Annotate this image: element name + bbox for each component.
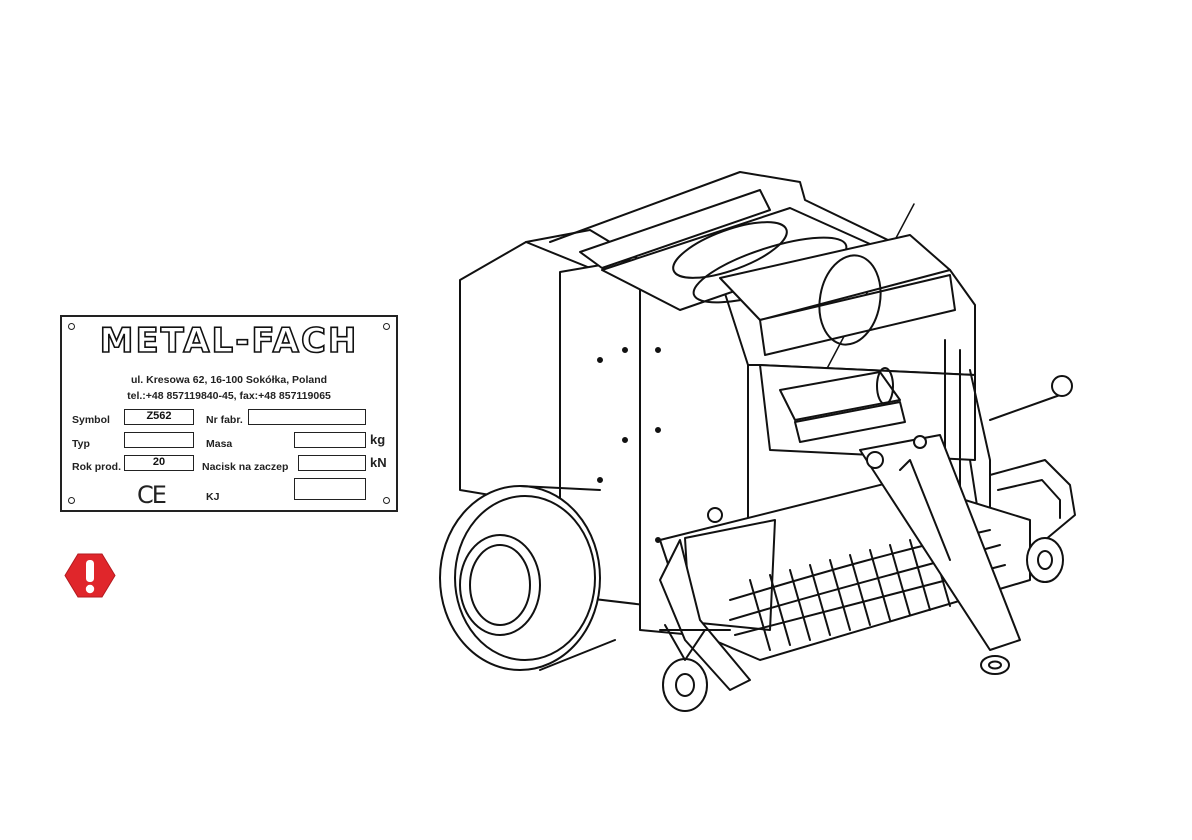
type-label: Typ	[72, 438, 90, 450]
hitch-load-value	[298, 455, 366, 471]
year-label: Rok prod.	[72, 461, 121, 473]
baler-illustration	[430, 160, 1090, 740]
mass-value	[294, 432, 366, 448]
kj-value	[294, 478, 366, 500]
serial-label: Nr fabr.	[206, 414, 243, 426]
brand-logo: METAL-FACH	[62, 321, 396, 361]
symbol-value: Z562	[124, 409, 194, 425]
mass-unit: kg	[370, 432, 385, 447]
serial-value	[248, 409, 366, 425]
symbol-label: Symbol	[72, 414, 110, 426]
type-value	[124, 432, 194, 448]
mass-label: Masa	[206, 438, 232, 450]
exclamation-icon	[64, 553, 116, 598]
year-value: 20	[124, 455, 194, 471]
hitch-load-label: Nacisk na zaczep	[202, 461, 288, 473]
ce-mark: CE	[137, 481, 165, 509]
kj-label: KJ	[206, 491, 219, 503]
address-line: ul. Kresowa 62, 16-100 Sokółka, Poland	[62, 374, 396, 386]
mounting-hole	[68, 497, 75, 504]
contact-line: tel.:+48 857119840-45, fax:+48 857119065	[62, 390, 396, 402]
rating-plate: METAL-FACH ul. Kresowa 62, 16-100 Sokółk…	[60, 315, 398, 512]
mounting-hole	[383, 497, 390, 504]
hitch-load-unit: kN	[370, 455, 387, 470]
